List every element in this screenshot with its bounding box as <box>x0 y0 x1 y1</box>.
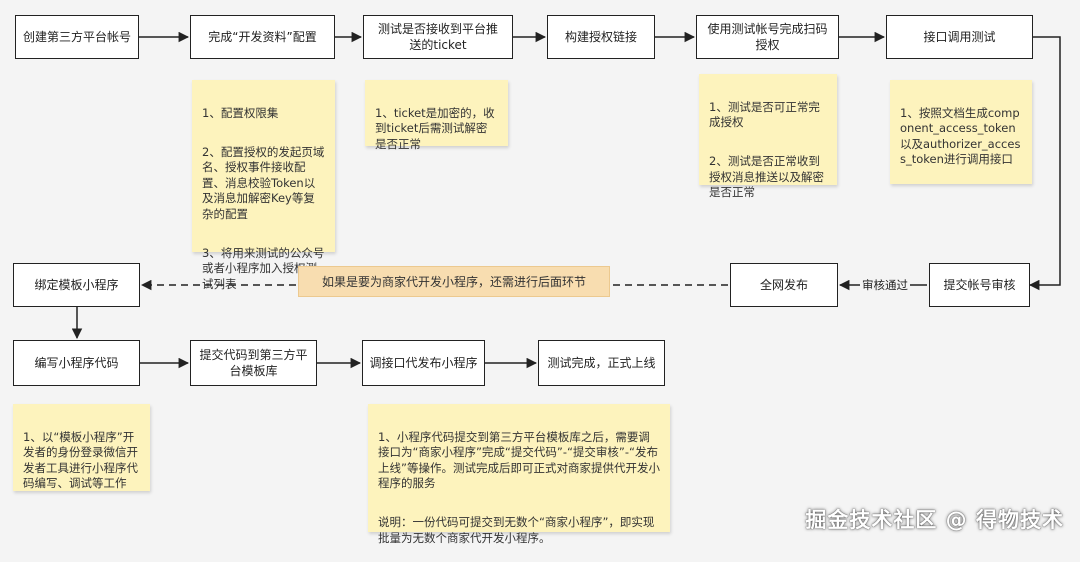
node-api-test: 接口调用测试 <box>886 15 1033 59</box>
note-ticket-item-1: 1、ticket是加密的，收到ticket后需测试解密是否正常 <box>375 105 495 151</box>
flowchart-canvas: 创建第三方平台帐号 完成“开发资料”配置 测试是否接收到平台推 送的ticket… <box>13 15 1064 545</box>
note-dev-info-item-1: 1、配置权限集 <box>202 105 279 120</box>
node-write-code: 编写小程序代码 <box>13 340 140 386</box>
arrow-api-to-review <box>1028 36 1061 291</box>
note-ticket: 1、ticket是加密的，收到ticket后需测试解密是否正常 <box>365 80 508 151</box>
note-publish-item-2: 说明：一份代码可提交到无数个“商家小程序”，即实现批量为无数个商家代开发小程序。 <box>378 515 655 545</box>
note-api-item-1: 1、按照文档生成component_access_token以及authoriz… <box>900 105 1021 167</box>
node-submit-review: 提交帐号审核 <box>929 263 1030 307</box>
note-template: 1、以“模板小程序”开发者的身份登录微信开发者工具进行小程序代码编写、调试等工作 <box>13 404 150 491</box>
edge-label-review-passed: 审核通过 <box>860 278 910 292</box>
note-publish: 1、小程序代码提交到第三方平台模板库之后，需要调接口为“商家小程序”完成“提交代… <box>368 404 670 545</box>
watermark: 掘金技术社区 @ 得物技术 <box>805 508 1064 532</box>
node-test-account-scan: 使用测试帐号完成扫码 授权 <box>696 15 839 59</box>
dashed-edge-banner: 如果是要为商家代开发小程序，还需进行后面环节 <box>298 266 610 297</box>
node-publish-all: 全网发布 <box>730 263 838 307</box>
note-scan-item-1: 1、测试是否可正常完成授权 <box>709 99 820 130</box>
note-dev-info: 1、配置权限集 2、配置授权的发起页域名、授权事件接收配置、消息校验Token以… <box>192 80 335 291</box>
note-api: 1、按照文档生成component_access_token以及authoriz… <box>890 80 1032 184</box>
node-submit-code: 提交代码到第三方平 台模板库 <box>190 340 317 386</box>
note-publish-item-1: 1、小程序代码提交到第三方平台模板库之后，需要调接口为“商家小程序”完成“提交代… <box>378 429 660 491</box>
note-scan-item-2: 2、测试是否正常收到授权消息推送以及解密是否正常 <box>709 154 824 199</box>
note-scan: 1、测试是否可正常完成授权 2、测试是否正常收到授权消息推送以及解密是否正常 <box>699 74 837 199</box>
node-test-ticket: 测试是否接收到平台推 送的ticket <box>363 15 513 59</box>
node-complete-dev-info: 完成“开发资料”配置 <box>190 15 335 59</box>
node-build-auth-link: 构建授权链接 <box>547 15 655 59</box>
note-template-item-1: 1、以“模板小程序”开发者的身份登录微信开发者工具进行小程序代码编写、调试等工作 <box>23 429 138 491</box>
node-call-api-publish: 调接口代发布小程序 <box>362 340 485 386</box>
node-create-account: 创建第三方平台帐号 <box>15 15 139 59</box>
node-test-done: 测试完成，正式上线 <box>538 340 665 386</box>
node-bind-template: 绑定模板小程序 <box>13 263 140 307</box>
note-dev-info-item-2: 2、配置授权的发起页域名、授权事件接收配置、消息校验Token以及消息加解密Ke… <box>202 144 325 221</box>
note-dev-info-item-3: 3、将用来测试的公众号或者小程序加入授权测试列表 <box>202 245 325 291</box>
